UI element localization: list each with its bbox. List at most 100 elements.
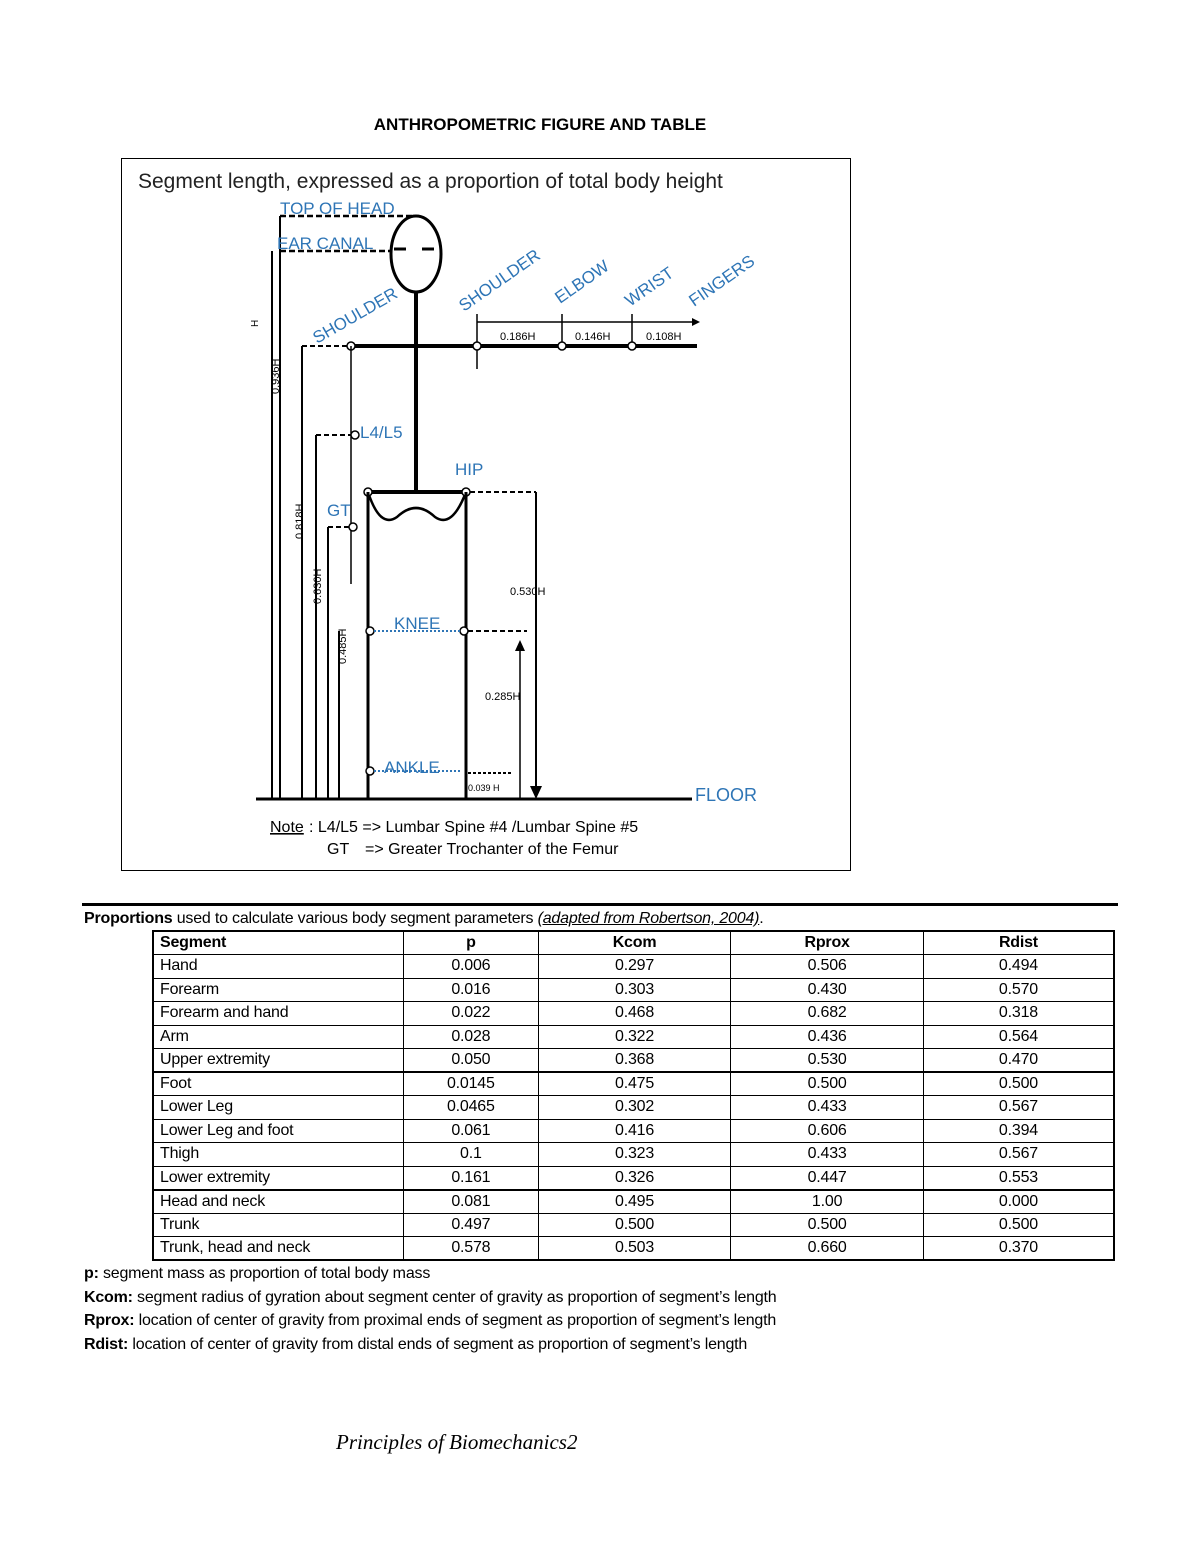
definition-term: Rdist: bbox=[84, 1335, 129, 1353]
cell: 0.050 bbox=[402, 1048, 539, 1073]
dim-shoulder-height: 0.936H bbox=[270, 358, 282, 394]
label-fingers: FINGERS bbox=[685, 251, 758, 310]
cell: 0.506 bbox=[730, 954, 924, 979]
cell: Upper extremity bbox=[151, 1048, 404, 1073]
caption-end: . bbox=[759, 910, 764, 927]
label-wrist: WRIST bbox=[621, 263, 677, 310]
cell: 0.302 bbox=[537, 1095, 732, 1120]
cell: 0.470 bbox=[922, 1048, 1115, 1073]
cell: 0.564 bbox=[922, 1024, 1115, 1049]
dim-knee-low: 0.485H bbox=[337, 628, 349, 664]
label-top-of-head: TOP OF HEAD bbox=[280, 199, 395, 218]
cell: 0.567 bbox=[922, 1095, 1115, 1120]
cell: 0.660 bbox=[730, 1236, 924, 1261]
cell: 0.370 bbox=[922, 1236, 1115, 1261]
cell: 0.570 bbox=[922, 977, 1115, 1002]
cell: 0.0465 bbox=[402, 1095, 539, 1120]
definition-kcom: Kcom: segment radius of gyration about s… bbox=[84, 1286, 777, 1310]
cell: Lower extremity bbox=[151, 1165, 404, 1190]
cell: Lower Leg and foot bbox=[151, 1118, 404, 1143]
definition-text: segment radius of gyration about segment… bbox=[132, 1288, 777, 1306]
cell: 0.578 bbox=[402, 1236, 539, 1261]
cell: 0.500 bbox=[537, 1212, 732, 1237]
col-header-p: p bbox=[402, 930, 539, 955]
cell: Arm bbox=[151, 1024, 404, 1049]
cell: Head and neck bbox=[151, 1188, 404, 1214]
cell: 0.606 bbox=[730, 1118, 924, 1143]
table-caption: Proportions used to calculate various bo… bbox=[84, 909, 764, 929]
label-ankle: ANKLE bbox=[384, 758, 440, 777]
cell: 0.161 bbox=[402, 1165, 539, 1190]
cell: 0.368 bbox=[537, 1048, 732, 1073]
definition-p: p: segment mass as proportion of total b… bbox=[84, 1262, 777, 1286]
cell: Trunk bbox=[151, 1212, 404, 1237]
cell: 0.297 bbox=[537, 954, 732, 979]
dim-hand: 0.108H bbox=[646, 331, 682, 343]
head-outline bbox=[389, 214, 443, 294]
dim-upper-arm: 0.186H bbox=[500, 331, 536, 343]
label-ear-canal: EAR CANAL bbox=[277, 234, 373, 253]
note-line1: : L4/L5 => Lumbar Spine #4 /Lumbar Spine… bbox=[309, 819, 638, 836]
col-header-kcom: Kcom bbox=[537, 930, 732, 955]
cell: 1.00 bbox=[730, 1188, 924, 1214]
dim-gt-height: 0.630H bbox=[312, 568, 324, 604]
dim-height: H bbox=[250, 320, 261, 327]
dim-forearm: 0.146H bbox=[575, 331, 611, 343]
cell: 0.530 bbox=[730, 1048, 924, 1073]
cell: 0.433 bbox=[730, 1142, 924, 1167]
cell: 0.436 bbox=[730, 1024, 924, 1049]
label-hip: HIP bbox=[455, 460, 483, 479]
cell: 0.447 bbox=[730, 1165, 924, 1190]
cell: 0.326 bbox=[537, 1165, 732, 1190]
col-header-segment: Segment bbox=[151, 930, 404, 955]
definitions-list: p: segment mass as proportion of total b… bbox=[84, 1262, 777, 1356]
table-header-row: Segment p Kcom Rprox Rdist bbox=[151, 930, 1115, 955]
note-line2: => Greater Trochanter of the Femur bbox=[365, 841, 619, 858]
definition-text: segment mass as proportion of total body… bbox=[98, 1265, 431, 1282]
cell: 0.500 bbox=[922, 1212, 1115, 1237]
cell: 0.061 bbox=[402, 1118, 539, 1143]
definition-text: location of center of gravity from proxi… bbox=[134, 1312, 777, 1329]
cell: 0.430 bbox=[730, 977, 924, 1002]
caption-text: used to calculate various body segment p… bbox=[172, 910, 538, 927]
note-label: Note bbox=[270, 819, 304, 836]
label-floor: FLOOR bbox=[695, 785, 757, 805]
dim-l4l5-height: 0.818H bbox=[294, 503, 306, 539]
col-header-rdist: Rdist bbox=[922, 930, 1115, 955]
cell: 0.416 bbox=[537, 1118, 732, 1143]
cell: 0.553 bbox=[922, 1165, 1115, 1190]
cell: 0.081 bbox=[402, 1188, 539, 1214]
cell: Thigh bbox=[151, 1142, 404, 1167]
label-l4l5: L4/L5 bbox=[360, 423, 403, 442]
cell: 0.303 bbox=[537, 977, 732, 1002]
cell: Hand bbox=[151, 954, 404, 979]
page-footer: Principles of Biomechanics2 bbox=[336, 1430, 578, 1454]
cell: 0.322 bbox=[537, 1024, 732, 1049]
cell: 0.394 bbox=[922, 1118, 1115, 1143]
cell: Trunk, head and neck bbox=[151, 1236, 404, 1261]
definition-term: Rprox: bbox=[84, 1312, 135, 1329]
cell: 0.022 bbox=[402, 1001, 539, 1026]
definition-text: location of center of gravity from dista… bbox=[128, 1335, 748, 1353]
caption-source: (adapted from Robertson, 2004) bbox=[537, 910, 760, 927]
cell: 0.497 bbox=[402, 1212, 539, 1237]
definition-rdist: Rdist: location of center of gravity fro… bbox=[84, 1333, 777, 1357]
label-knee: KNEE bbox=[394, 614, 440, 633]
cell: 0.500 bbox=[922, 1071, 1115, 1096]
label-shoulder-left: SHOULDER bbox=[310, 284, 401, 348]
dim-ankle-height: 0.039 H bbox=[468, 783, 500, 793]
cell: 0.028 bbox=[402, 1024, 539, 1049]
caption-lead: Proportions bbox=[84, 910, 173, 927]
cell: 0.495 bbox=[537, 1188, 732, 1214]
cell: Lower Leg bbox=[151, 1095, 404, 1120]
page-title: ANTHROPOMETRIC FIGURE AND TABLE bbox=[373, 115, 707, 134]
cell: 0.000 bbox=[922, 1188, 1115, 1214]
